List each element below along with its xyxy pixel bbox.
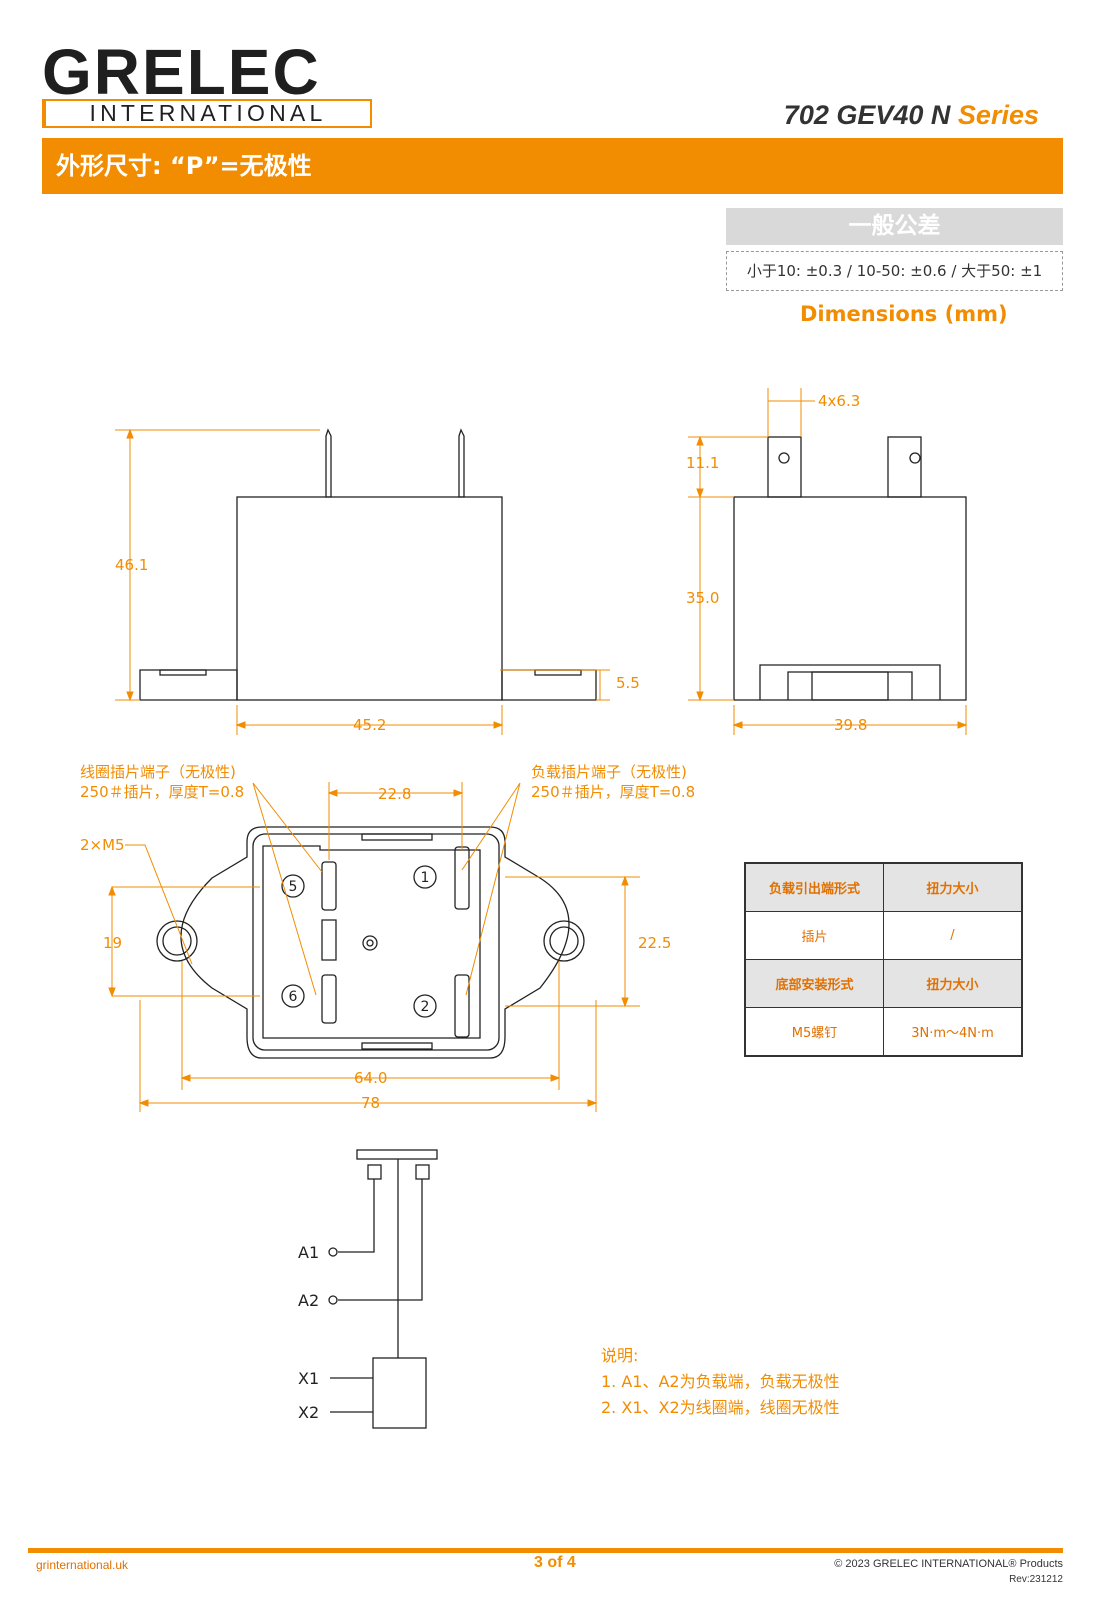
dim-flange-height: 5.5: [616, 674, 640, 692]
table-cell: /: [883, 911, 1023, 960]
side-body: [733, 496, 967, 701]
load-terminal-label: 负载插片端子（无极性): [531, 763, 687, 781]
dim-front-width: 45.2: [353, 716, 386, 734]
footer-copyright: © 2023 GRELEC INTERNATIONAL® Products: [834, 1558, 1063, 1570]
table-cell: 3N·m～4N·m: [883, 1007, 1023, 1057]
load-terminal-spec: 250＃插片，厚度T=0.8: [531, 783, 695, 801]
dimensions-label: Dimensions (mm): [800, 302, 1008, 326]
table-cell: 扭力大小: [883, 959, 1023, 1008]
table-cell: 扭力大小: [883, 862, 1023, 912]
dim-side-height: 35.0: [686, 589, 719, 607]
coil-terminal-spec: 250＃插片，厚度T=0.8: [80, 783, 244, 801]
pin-6-label: 6: [289, 989, 298, 1005]
table-cell: 负载引出端形式: [744, 862, 884, 912]
footer-revision: Rev:231212: [1009, 1574, 1063, 1585]
coil-symbol: [372, 1357, 427, 1429]
footer-divider: [28, 1548, 1063, 1553]
footer-website[interactable]: grinternational.uk: [36, 1558, 129, 1572]
notes: 说明: 1. A1、A2为负载端，负载无极性 2. X1、X2为线圈端，线圈无极…: [601, 1343, 840, 1421]
dim-hole-spacing: 64.0: [354, 1069, 387, 1087]
front-pin-left: [325, 428, 332, 498]
tolerance-title: 一般公差: [726, 208, 1063, 245]
dim-bottom-height: 22.5: [638, 934, 671, 952]
dim-terminal-height: 11.1: [686, 454, 719, 472]
dim-side-width: 39.8: [834, 716, 867, 734]
schematic-x1: X1: [298, 1369, 319, 1388]
brand-logo: GRELEC: [42, 36, 321, 108]
section-banner: 外形尺寸: “P”=无极性: [42, 138, 1063, 194]
pin-1-label: 1: [421, 870, 430, 886]
schematic-a2: A2: [298, 1291, 319, 1310]
notes-title: 说明:: [601, 1346, 639, 1365]
table-row: 插片 /: [744, 911, 1023, 960]
tolerance-text: 小于10: ±0.3 / 10-50: ±0.6 / 大于50: ±1: [726, 251, 1063, 291]
dim-total-width: 78: [361, 1094, 380, 1112]
series-suffix: Series: [957, 100, 1039, 130]
mount-hole-right: [549, 926, 579, 956]
table-row: 负载引出端形式 扭力大小: [744, 862, 1023, 912]
side-terminal-right: [887, 436, 922, 498]
schematic-a1: A1: [298, 1243, 319, 1262]
brand-logo-subtitle: INTERNATIONAL: [46, 101, 370, 126]
table-cell: M5螺钉: [744, 1007, 884, 1057]
spec-table: 负载引出端形式 扭力大小 插片 / 底部安装形式 扭力大小 M5螺钉 3N·m～…: [744, 862, 1023, 1057]
side-terminal-left: [767, 436, 802, 498]
table-row: M5螺钉 3N·m～4N·m: [744, 1007, 1023, 1057]
notes-line-2: 2. X1、X2为线圈端，线圈无极性: [601, 1398, 840, 1417]
series-model: 702 GEV40 N: [783, 100, 951, 130]
screw-label: 2×M5: [80, 836, 125, 854]
front-body: [236, 496, 503, 701]
technical-drawing: 46.1 5.5 45.2 4x6.3 11.1 35.0 39.8 线圈插片端…: [80, 388, 968, 1429]
pin-2-label: 2: [421, 999, 430, 1015]
pin-5-label: 5: [289, 879, 298, 895]
series-title: 702 GEV40 N Series: [784, 100, 1039, 131]
page-number: 3 of 4: [534, 1554, 576, 1571]
table-cell: 插片: [744, 911, 884, 960]
bottom-outline: [180, 826, 570, 1059]
coil-terminal-label: 线圈插片端子（无极性): [80, 763, 236, 781]
dim-hole-vertical: 19: [103, 934, 122, 952]
dim-front-height: 46.1: [115, 556, 148, 574]
table-row: 底部安装形式 扭力大小: [744, 959, 1023, 1008]
front-pin-right: [458, 428, 465, 498]
dim-terminal-width: 4x6.3: [818, 392, 860, 410]
dim-terminal-spacing: 22.8: [378, 785, 411, 803]
schematic-x2: X2: [298, 1403, 319, 1422]
notes-line-1: 1. A1、A2为负载端，负载无极性: [601, 1372, 840, 1391]
table-cell: 底部安装形式: [744, 959, 884, 1008]
